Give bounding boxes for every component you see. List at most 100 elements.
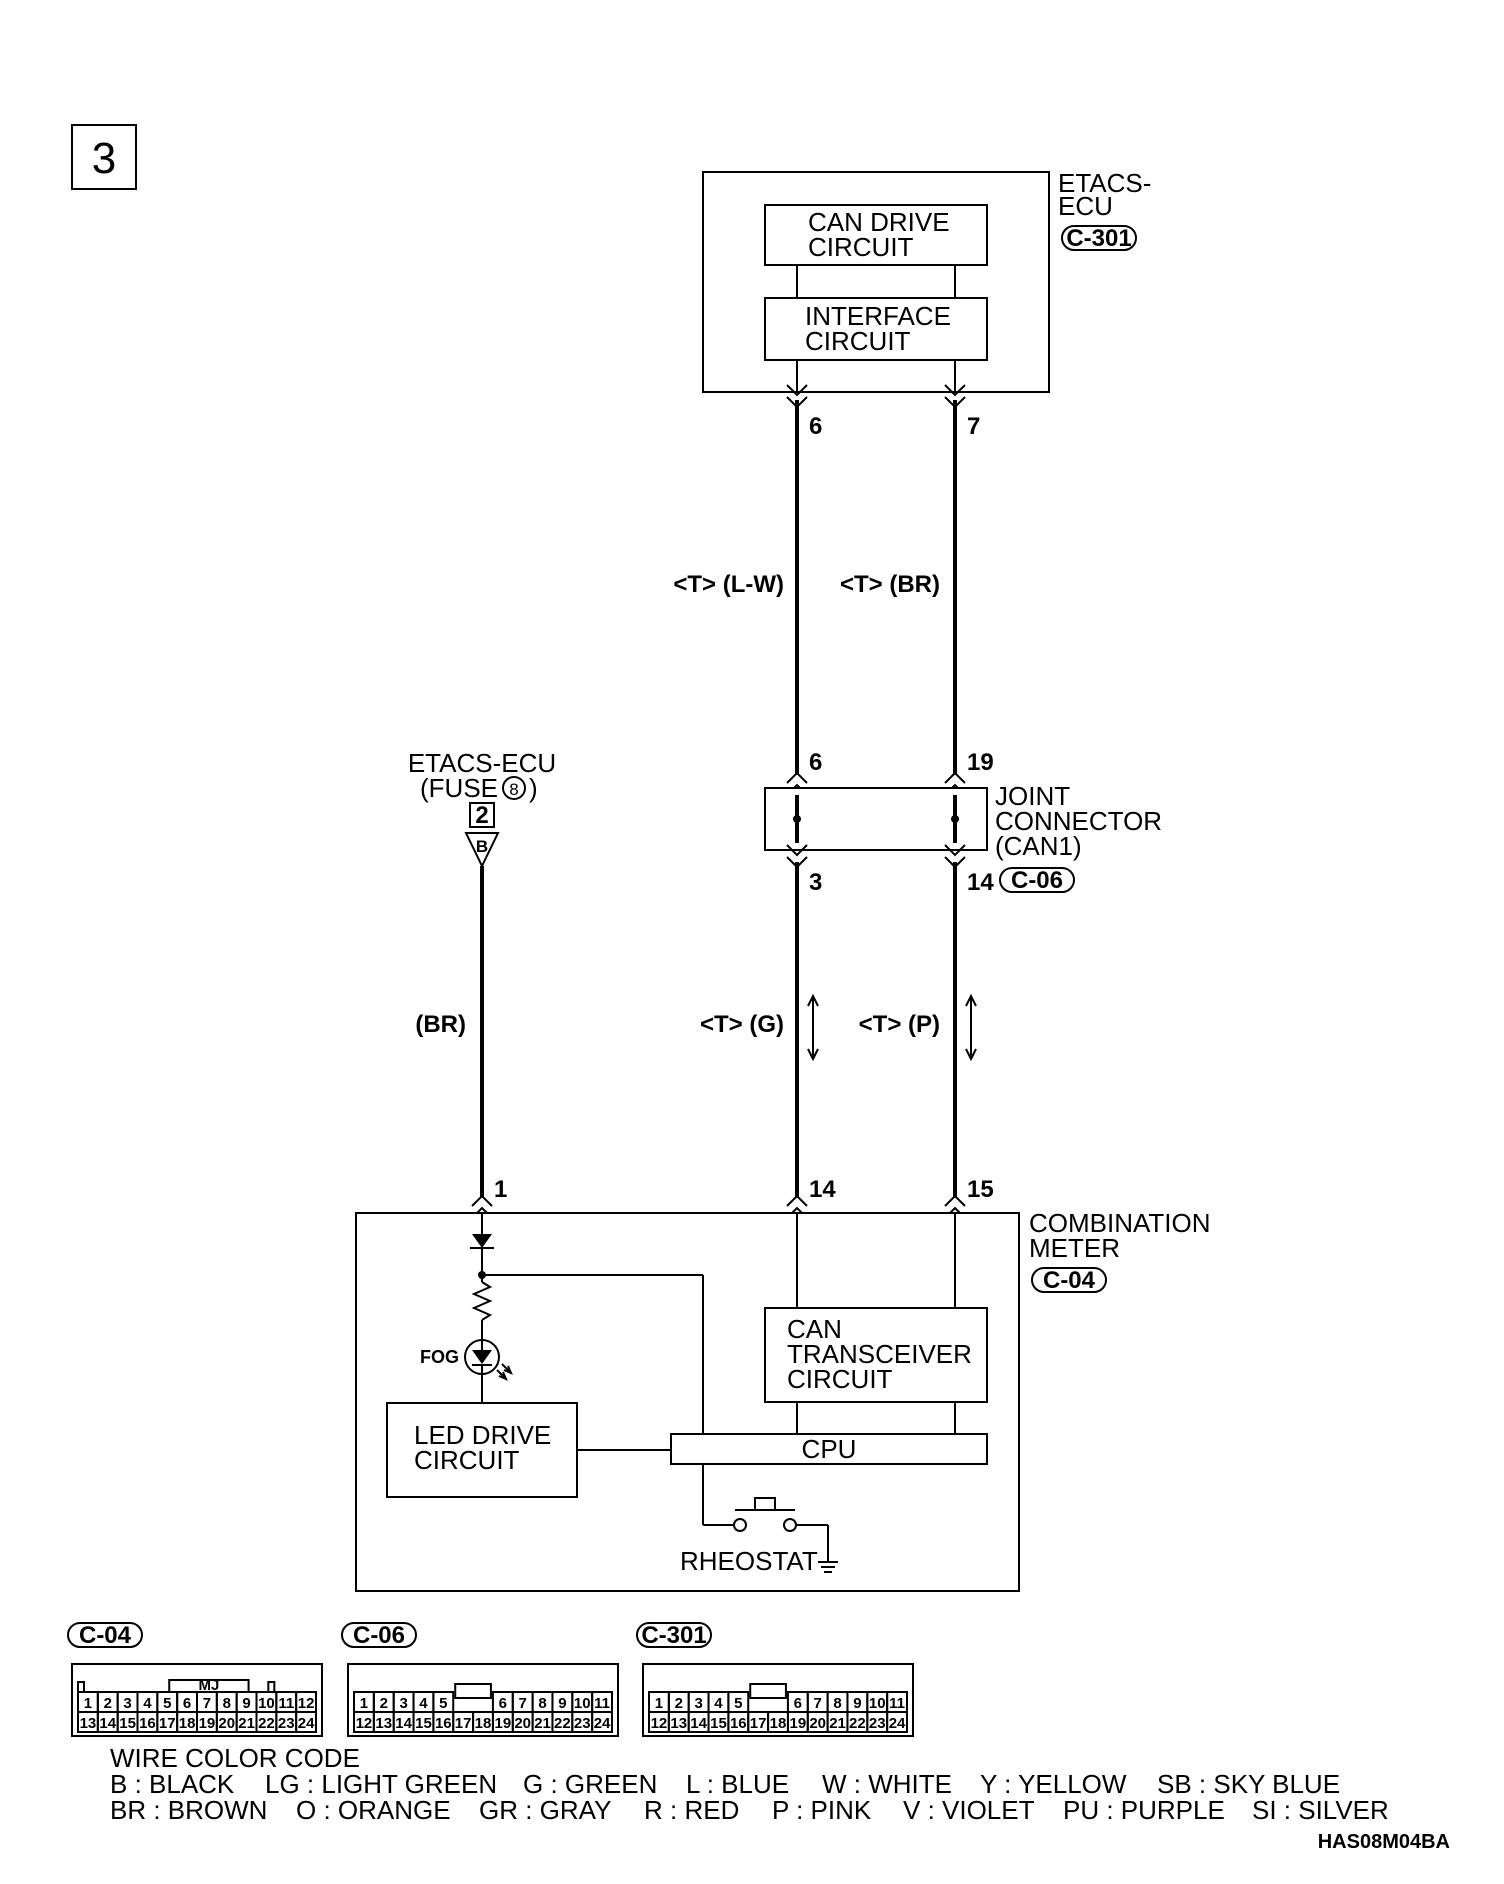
connector-pin-number: 17 (750, 1715, 767, 1732)
connector-pin-number: 13 (670, 1715, 687, 1732)
connector-pin-number: 23 (574, 1715, 591, 1732)
wire-label-br-upper: <T> (BR) (840, 571, 940, 598)
wire-label-l-w: <T> (L-W) (673, 571, 784, 598)
wire-color-entry: R : RED (644, 1795, 739, 1825)
etacs-connector-badge (1061, 225, 1137, 251)
etacs-pin-7: 7 (967, 413, 980, 440)
connector-pin-number: 16 (435, 1715, 452, 1732)
switch-contact (733, 1518, 747, 1532)
fuse-letter: B (476, 837, 488, 856)
connector-pin-number: 4 (714, 1695, 723, 1712)
connector-pin-number: 15 (710, 1715, 727, 1732)
fuse-source-suffix: ) (529, 773, 538, 803)
connector-pin-number: 21 (534, 1715, 551, 1732)
connector-pin-number: 12 (651, 1715, 668, 1732)
bidirectional-arrow-icon (807, 993, 819, 1062)
connector-pin-number: 18 (179, 1715, 196, 1732)
connector-view-badge (636, 1622, 712, 1648)
connector-pin-number: 18 (770, 1715, 787, 1732)
ground-icon (818, 1561, 838, 1573)
joint-dot (951, 815, 959, 823)
connector-pin-cell (295, 1711, 317, 1733)
connector-pin-number: 9 (558, 1695, 566, 1712)
connector-pin-number: 6 (183, 1695, 191, 1712)
connector-pin-number: 8 (538, 1695, 546, 1712)
connector-view-id: C-301 (641, 1622, 706, 1649)
connector-pin-number: 19 (790, 1715, 807, 1732)
connector-pin-number: 6 (794, 1695, 802, 1712)
wire-color-entry: SI : SILVER (1252, 1795, 1389, 1825)
connector-pin-number: 3 (694, 1695, 702, 1712)
can-transceiver-text-2: TRANSCEIVER (787, 1339, 972, 1369)
can-transceiver-box (764, 1307, 988, 1403)
wire-label-g: <T> (G) (700, 1011, 784, 1038)
connector-pin-number: 10 (574, 1695, 591, 1712)
meter-label-2: METER (1029, 1233, 1120, 1263)
connector-pin-number: 1 (360, 1695, 368, 1712)
etacs-connector-id: C-301 (1066, 225, 1131, 252)
wire-color-title: WIRE COLOR CODE (110, 1743, 360, 1773)
fuse-number-circle (502, 776, 526, 800)
fuse-triangle-icon (464, 832, 500, 869)
connector-pin-number: 17 (455, 1715, 472, 1732)
joint-label-2: CONNECTOR (995, 806, 1162, 836)
joint-label-1: JOINT (995, 781, 1070, 811)
connector-pin-number: 11 (278, 1695, 294, 1712)
connector-pin-number: 14 (99, 1715, 116, 1732)
connector-pin-number: 8 (223, 1695, 231, 1712)
fuse-terminal: 2 (475, 802, 488, 829)
connector-pin-number: 17 (159, 1715, 176, 1732)
wire-color-entry: PU : PURPLE (1063, 1795, 1225, 1825)
connector-pin-number: 14 (395, 1715, 412, 1732)
interface-circuit-box (764, 297, 988, 361)
fuse-source-prefix: (FUSE (420, 773, 498, 803)
connector-pin-number: 8 (833, 1695, 841, 1712)
wire-color-entry: L : BLUE (686, 1769, 789, 1799)
fuse-source-label-1: ETACS-ECU (408, 748, 556, 778)
wire-color-entry: W : WHITE (822, 1769, 952, 1799)
joint-connector-id: C-06 (1011, 867, 1063, 894)
wire-color-entry: B : BLACK (110, 1769, 235, 1799)
connector-view-badge (67, 1622, 143, 1648)
connector-pin-number: 7 (814, 1695, 822, 1712)
connector-pin-number: 7 (203, 1695, 211, 1712)
connector-pin-number: 5 (439, 1695, 447, 1712)
connector-pin-number: 6 (499, 1695, 507, 1712)
connector-pin-cell (886, 1711, 909, 1733)
connector-pin-number: 19 (495, 1715, 512, 1732)
can-transceiver-text-3: CIRCUIT (787, 1364, 893, 1394)
wire-color-entry: Y : YELLOW (980, 1769, 1127, 1799)
connector-pin-number: 3 (399, 1695, 407, 1712)
connector-pin-number: 2 (380, 1695, 388, 1712)
connector-pin-number: 1 (84, 1695, 92, 1712)
wire-color-entry: O : ORANGE (296, 1795, 451, 1825)
wire-color-entry: GR : GRAY (479, 1795, 611, 1825)
connector-pin-number: 10 (258, 1695, 275, 1712)
connector-pin-number: 13 (375, 1715, 392, 1732)
can-drive-text-1: CAN DRIVE (808, 207, 950, 237)
joint-label-3: (CAN1) (995, 831, 1082, 861)
connector-pin-number: 12 (356, 1715, 373, 1732)
connector-pin-number: 23 (278, 1715, 295, 1732)
connector-pin-number: 13 (80, 1715, 97, 1732)
can-transceiver-text-1: CAN (787, 1314, 842, 1344)
connector-pin-number: 12 (298, 1695, 315, 1712)
diagram-code: HAS08M04BA (1318, 1831, 1450, 1853)
page-number: 3 (92, 134, 116, 183)
fuse-number: 8 (509, 780, 518, 799)
connector-pin-number: 23 (869, 1715, 886, 1732)
connector-view-badge (341, 1622, 417, 1648)
etacs-pin-6: 6 (809, 413, 822, 440)
connector-pin-number: 15 (415, 1715, 432, 1732)
meter-pin-1: 1 (494, 1176, 507, 1203)
connector-pin-number: 19 (199, 1715, 216, 1732)
connector-view-id: C-06 (353, 1622, 405, 1649)
connector-pin-number: 15 (119, 1715, 136, 1732)
connector-pin-number: 20 (218, 1715, 235, 1732)
wire-color-entry: G : GREEN (523, 1769, 657, 1799)
led-drive-text-1: LED DRIVE (414, 1420, 551, 1450)
